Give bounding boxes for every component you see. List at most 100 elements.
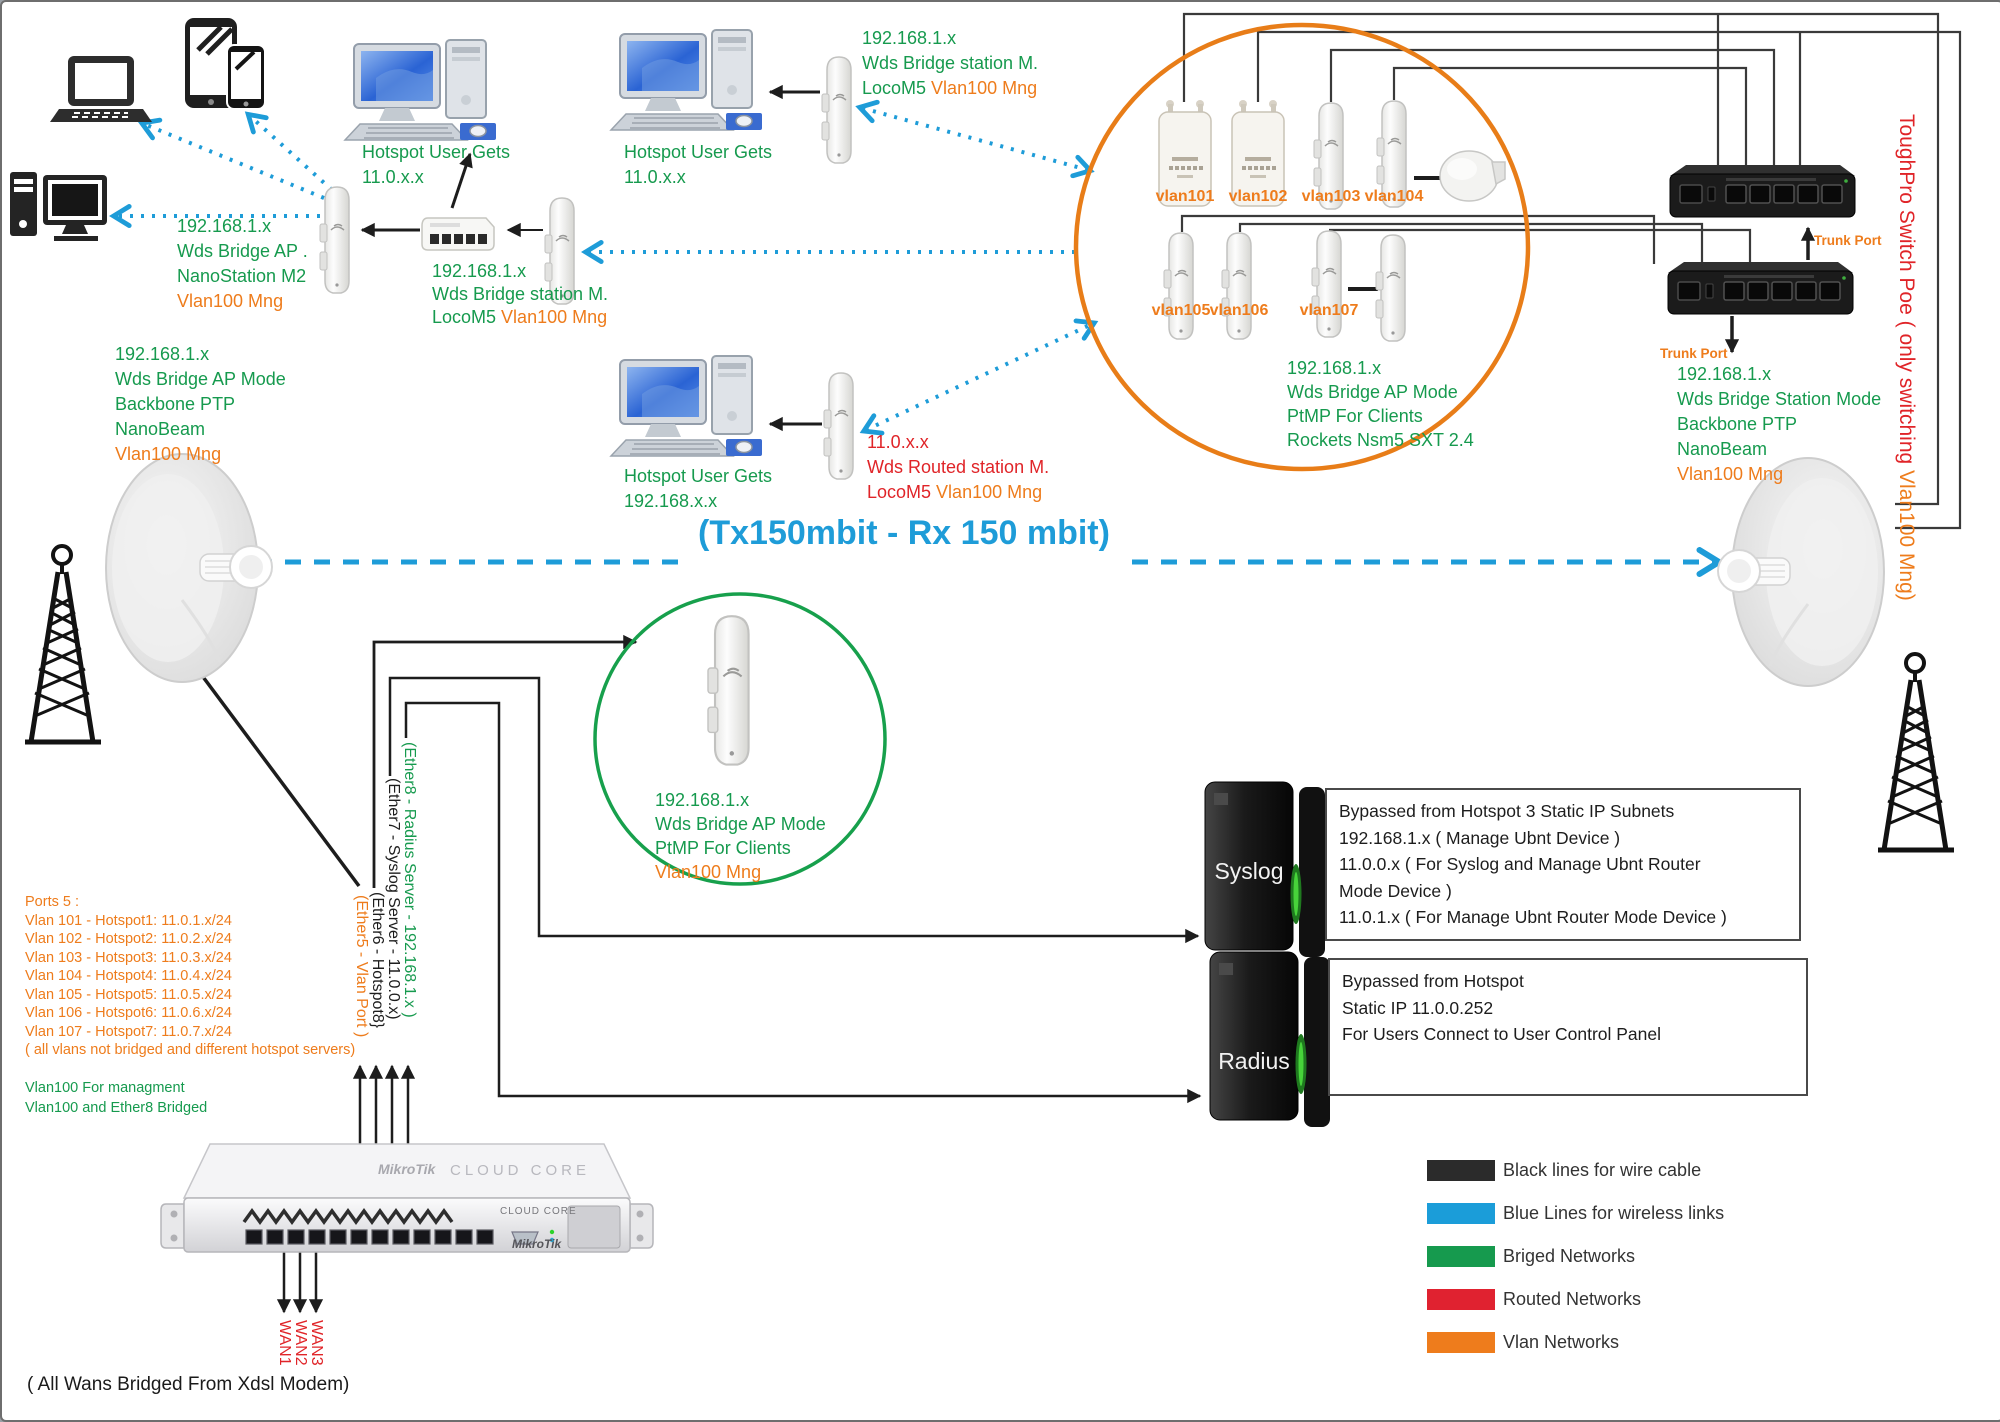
bb-right-hw: NanoBeam — [1677, 439, 1768, 459]
wireless-links — [109, 99, 1099, 436]
mgmt-note: Vlan100 For managment Vlan100 and Ether8… — [25, 1078, 207, 1118]
wire-vlan106 — [1238, 222, 1704, 264]
ports-line-103: Vlan 103 - Hotspot3: 11.0.3.x/24 — [25, 949, 232, 966]
station-mid-ip: 192.168.1.x — [432, 261, 527, 281]
syslog-box-line3: 11.0.0.x ( For Syslog and Manage Ubnt Ro… — [1339, 854, 1701, 874]
vlan-cluster-info: 192.168.1.x Wds Bridge AP Mode PtMP For … — [1287, 356, 1474, 452]
wifi-circle-to-station-top — [855, 99, 1095, 179]
router-brand-front: MikroTik — [512, 1237, 562, 1251]
hotspot-a-label: Hotspot User Gets 11.0.x.x — [362, 140, 510, 190]
hotspot-c-line2: 192.168.x.x — [624, 491, 718, 511]
nanostation-routed-icon — [823, 372, 854, 480]
station-mid-label: 192.168.1.x Wds Bridge station M. LocoM5… — [432, 260, 608, 329]
hotspot-b-line1: Hotspot User Gets — [624, 142, 773, 162]
hotspot-b-line2: 11.0.x.x — [624, 167, 686, 187]
legend-swatch-orange — [1427, 1332, 1495, 1353]
nanostation-ap-left-icon — [319, 186, 350, 294]
laptop-icon — [49, 55, 153, 123]
station-top-model: LocoM5 Vlan100 Mng — [862, 76, 1038, 101]
station-top-ip: 192.168.1.x — [862, 28, 957, 48]
wifi-station-routed-to-circle — [859, 318, 1099, 436]
toughpro-note: ToughPro Switch Poe ( only switching Vla… — [1894, 114, 1918, 601]
wire-vlan103 — [1329, 48, 1776, 167]
green-ap-mode: Wds Bridge AP Mode — [655, 814, 826, 834]
station-mid-mode: Wds Bridge station M. — [432, 284, 609, 304]
ap-left-vlan: Vlan100 Mng — [177, 291, 284, 311]
bb-right-ptp: Backbone PTP — [1677, 414, 1798, 434]
phones-icon — [185, 18, 265, 109]
wan3-label: WAN3 — [308, 1320, 325, 1366]
routed-ip: 11.0.x.x — [867, 432, 929, 452]
syslog-box-line1: Bypassed from Hotspot 3 Static IP Subnet… — [1339, 801, 1675, 821]
routed-model: LocoM5 Vlan100 Mng — [867, 480, 1049, 505]
radius-info-box: Bypassed from Hotspot Static IP 11.0.0.2… — [1328, 958, 1808, 1096]
lan-switch-icon — [421, 217, 495, 251]
syslog-box-line2: 192.168.1.x ( Manage Ubnt Device ) — [1339, 827, 1621, 848]
hotspot-a-line2: 11.0.x.x — [362, 167, 424, 187]
mgmt-line2: Vlan100 and Ether8 Bridged — [25, 1100, 208, 1116]
ports-line-107: Vlan 107 - Hotspot7: 11.0.7.x/24 — [25, 1023, 232, 1040]
ports-line-104: Vlan 104 - Hotspot4: 11.0.4.x/24 — [25, 968, 232, 984]
legend-label-green: Briged Networks — [1503, 1246, 1636, 1266]
nanostation-station-top-icon — [821, 56, 852, 164]
trunk-port-bottom-label: Trunk Port — [1660, 346, 1728, 361]
cluster-mode: Wds Bridge AP Mode — [1287, 382, 1458, 402]
cluster-ip: 192.168.1.x — [1287, 358, 1382, 378]
ap-left-model: NanoStation M2 — [177, 266, 307, 286]
routed-station-label: 11.0.x.x Wds Routed station M. LocoM5 Vl… — [867, 430, 1049, 505]
station-mid-vlan: Vlan100 Mng — [501, 307, 608, 327]
wire-vlan104 — [1392, 66, 1748, 167]
routed-vlan: Vlan100 Mng — [936, 482, 1043, 502]
green-ap-vlan: Vlan100 Mng — [655, 862, 762, 882]
ns-extra-icon — [1375, 234, 1406, 342]
syslog-box-line5: 11.0.1.x ( For Manage Ubnt Router Mode D… — [1339, 907, 1727, 927]
ports-line-101: Vlan 101 - Hotspot1: 11.0.1.x/24 — [25, 912, 232, 929]
cable-ether6-to-green-ap — [372, 634, 638, 888]
bb-right-vlan: Vlan100 Mng — [1677, 464, 1784, 484]
wifi-ap-to-phones — [244, 111, 334, 192]
hotspot-c-line1: Hotspot User Gets — [624, 466, 773, 486]
nanobeam-right-icon — [1716, 456, 1886, 688]
routed-mode: Wds Routed station M. — [867, 457, 1050, 477]
station-top-vlan: Vlan100 Mng — [931, 78, 1038, 98]
vlan104-label: vlan104 — [1364, 188, 1424, 205]
legend-swatch-green — [1427, 1246, 1495, 1267]
bridged-ap-circle — [593, 592, 887, 886]
wire-vlan105 — [1180, 214, 1656, 264]
bb-left-hw: NanoBeam — [115, 419, 206, 439]
routed-model-name: LocoM5 — [867, 482, 937, 502]
bb-left-ip: 192.168.1.x — [115, 344, 210, 364]
ns-vlan106-icon — [1221, 232, 1252, 340]
legend-swatch-black — [1427, 1160, 1495, 1181]
bb-right-mode: Wds Bridge Station Mode — [1677, 389, 1882, 409]
legend-label-red: Routed Networks — [1503, 1289, 1642, 1309]
ether8-cable-label: (Ether8 - Radius Server - 192.168.1.x ) — [401, 742, 418, 1018]
legend-label-orange: Vlan Networks — [1503, 1332, 1620, 1352]
syslog-info-box: Bypassed from Hotspot 3 Static IP Subnet… — [1325, 788, 1801, 941]
station-mid-model-name: LocoM5 — [432, 307, 502, 327]
radius-box-line2: Static IP 11.0.0.252 — [1342, 997, 1494, 1018]
radius-box-line3: For Users Connect to User Control Panel — [1342, 1024, 1662, 1044]
toughswitch-bottom-icon — [1667, 261, 1854, 315]
station-top-label: 192.168.1.x Wds Bridge station M. LocoM5… — [862, 26, 1038, 101]
ap-left-label: 192.168.1.x Wds Bridge AP . NanoStation … — [177, 214, 308, 314]
hotspot-pc-a-icon — [344, 39, 497, 141]
router-model-top: CLOUD CORE — [450, 1162, 590, 1179]
ports-line-106: Vlan 106 - Hotspot6: 11.0.6.x/24 — [25, 1005, 232, 1021]
tower-right-icon — [1878, 654, 1954, 850]
cable-ether8-to-radius — [404, 701, 1202, 1104]
vlan101-label: vlan101 — [1155, 188, 1215, 205]
vlan105-label: vlan105 — [1151, 302, 1211, 319]
cloudcore-router-icon: MikroTik CLOUD CORE CLOUD CORE MikroTik — [160, 1143, 654, 1253]
ports-line-105: Vlan 105 - Hotspot5: 11.0.5.x/24 — [25, 986, 232, 1003]
ports-line-102: Vlan 102 - Hotspot2: 11.0.2.x/24 — [25, 931, 232, 947]
hotspot-b-label: Hotspot User Gets 11.0.x.x — [624, 140, 772, 190]
vlan103-label: vlan103 — [1301, 188, 1361, 205]
legend-swatch-red — [1427, 1289, 1495, 1310]
radius-server-label: Radius — [1218, 1048, 1290, 1074]
backbone-left-label: 192.168.1.x Wds Bridge AP Mode Backbone … — [115, 342, 286, 467]
hotspot-pc-c-icon — [610, 355, 763, 457]
station-mid-model: LocoM5 Vlan100 Mng — [432, 306, 608, 329]
green-ap-ip: 192.168.1.x — [655, 790, 750, 810]
